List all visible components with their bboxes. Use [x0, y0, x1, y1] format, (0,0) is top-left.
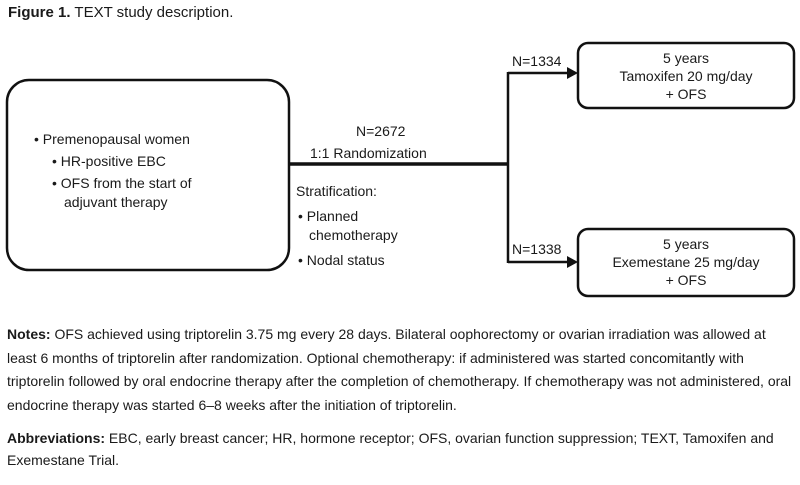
stratification-item: Planned: [296, 205, 398, 227]
stratification-block: Stratification: Planned chemotherapy Nod…: [296, 180, 398, 271]
arm1-arrowhead: [567, 67, 578, 79]
population-box: [5, 78, 291, 272]
arm2-box: [576, 227, 796, 298]
arm1-box: [576, 41, 796, 110]
figure-title: Figure 1. TEXT study description.: [8, 3, 233, 23]
stratification-item-continuation: chemotherapy: [309, 227, 398, 243]
arm2-text: 5 years Exemestane 25 mg/day + OFS: [578, 235, 794, 289]
notes-lead: Notes:: [7, 326, 51, 342]
population-item: OFS from the start of: [34, 172, 192, 194]
randomization-label: 1:1 Randomization: [310, 145, 427, 161]
population-list: Premenopausal women HR-positive EBC OFS …: [34, 128, 192, 213]
notes-paragraph: Notes: OFS achieved using triptorelin 3.…: [7, 323, 795, 417]
stratification-heading: Stratification:: [296, 183, 377, 199]
arm2-addon: + OFS: [665, 272, 707, 288]
arm1-text: 5 years Tamoxifen 20 mg/day + OFS: [578, 49, 794, 103]
randomization-n-label: N=2672: [356, 123, 406, 139]
notes-text: OFS achieved using triptorelin 3.75 mg e…: [7, 326, 792, 413]
abbreviations-paragraph: Abbreviations: EBC, early breast cancer;…: [7, 427, 795, 471]
arm1-treatment: Tamoxifen 20 mg/day: [619, 68, 753, 84]
arm2-duration: 5 years: [663, 236, 709, 252]
arm1-duration: 5 years: [663, 50, 709, 66]
arm1-addon: + OFS: [665, 86, 707, 102]
arm2-n-label: N=1338: [512, 241, 562, 257]
figure-title-lead: Figure 1.: [8, 4, 71, 21]
abbreviations-lead: Abbreviations:: [7, 430, 106, 446]
figure-title-text: TEXT study description.: [74, 4, 234, 21]
arm2-treatment: Exemestane 25 mg/day: [612, 254, 760, 270]
flow-diagram: [5, 41, 796, 298]
arm2-arrowhead: [567, 256, 578, 268]
population-item-continuation: adjuvant therapy: [64, 194, 168, 210]
arm1-n-label: N=1334: [512, 53, 562, 69]
abbreviations-text: EBC, early breast cancer; HR, hormone re…: [7, 430, 774, 468]
population-item: Premenopausal women: [34, 128, 192, 150]
stratification-item: Nodal status: [296, 249, 398, 271]
population-item: HR-positive EBC: [34, 150, 192, 172]
